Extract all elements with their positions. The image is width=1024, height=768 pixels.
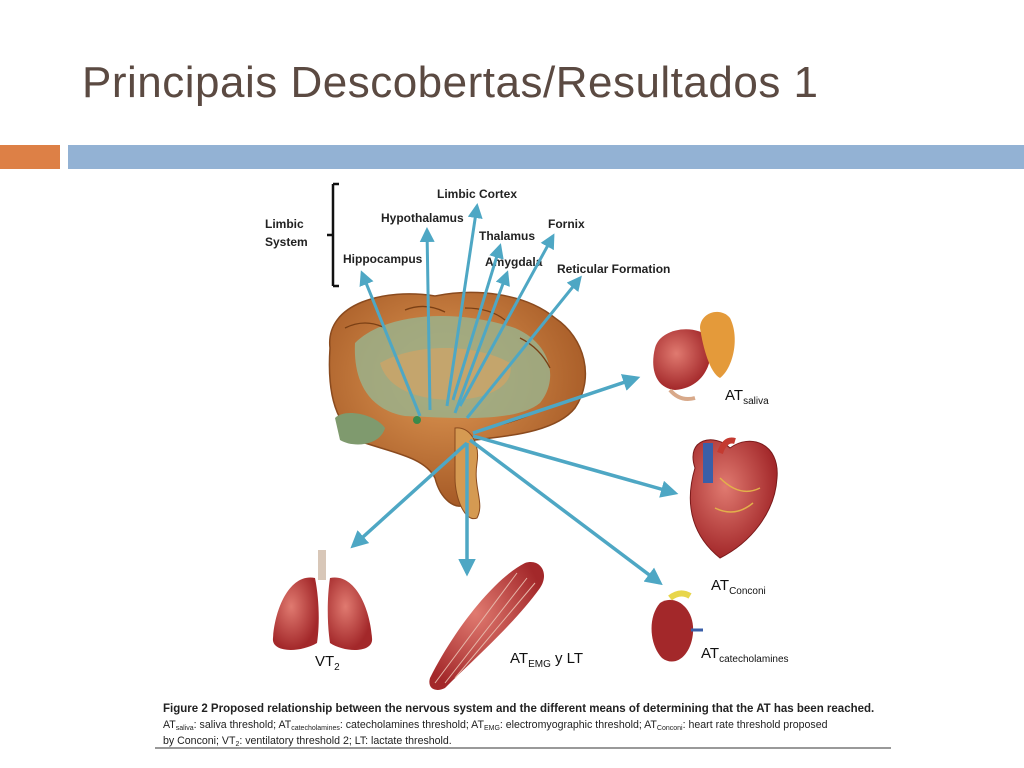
accent-bar-orange xyxy=(0,145,60,169)
accent-bar-blue xyxy=(68,145,1024,169)
heart-illustration xyxy=(689,437,778,559)
limbic-bracket xyxy=(327,182,339,288)
caption-heading: Figure 2 Proposed relationship between t… xyxy=(163,703,874,715)
salivary-gland-illustration xyxy=(653,311,735,401)
figure-svg: Limbic System Limbic Cortex Hypothalamus… xyxy=(155,182,891,749)
label-hippocampus: Hippocampus xyxy=(343,252,423,266)
label-at-catecholamines: ATcatecholamines xyxy=(701,645,789,665)
lungs-illustration xyxy=(272,550,373,650)
organ-arrows xyxy=(350,374,679,586)
kidney-illustration xyxy=(651,590,703,662)
slide-title: Principais Descobertas/Resultados 1 xyxy=(82,58,819,107)
caption-line2: by Conconi; VT2: ventilatory threshold 2… xyxy=(163,735,452,748)
figure-nervous-system-at: Limbic System Limbic Cortex Hypothalamus… xyxy=(155,178,895,754)
label-fornix: Fornix xyxy=(548,217,585,231)
figure-caption: Figure 2 Proposed relationship between t… xyxy=(155,703,891,749)
label-reticular-formation: Reticular Formation xyxy=(557,262,670,276)
label-at-conconi: ATConconi xyxy=(711,577,766,597)
brain-label-arrows xyxy=(359,203,582,419)
label-thalamus: Thalamus xyxy=(479,229,535,243)
label-limbic-cortex: Limbic Cortex xyxy=(437,187,517,201)
label-hypothalamus: Hypothalamus xyxy=(381,211,464,225)
label-at-emg-lt: ATEMG y LT xyxy=(510,650,583,670)
brain-illustration xyxy=(328,291,587,520)
bracket-label-line2: System xyxy=(265,235,308,249)
bracket-label-line1: Limbic xyxy=(265,217,304,231)
caption-line1: ATsaliva: saliva threshold; ATcatecholam… xyxy=(163,719,828,732)
label-vt2: VT2 xyxy=(315,653,340,673)
muscle-illustration xyxy=(429,562,545,690)
label-at-saliva: ATsaliva xyxy=(725,387,769,407)
